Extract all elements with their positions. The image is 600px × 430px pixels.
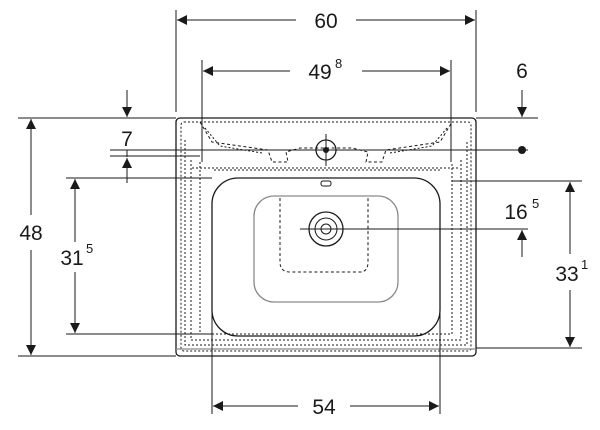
side-walls [184,140,468,346]
extension-lines [18,10,582,414]
bowl [211,177,441,337]
basin-outline [175,117,477,357]
bowl-width-value: 54 [312,396,336,419]
bowl-depth-left-superscript: 5 [86,241,93,256]
bowl-inner-basin [253,195,399,303]
overall-depth-value: 48 [19,222,42,245]
dim-tap-offset: 7 [121,128,133,183]
bowl-depth-right-value: 33 [555,263,578,286]
wall-hidden-3 [199,162,453,335]
inner-width-superscript: 8 [335,56,342,71]
dim-drain-offset: 16 5 [504,196,539,257]
tap-hole-reference-dot [518,146,526,154]
overflow-slot [320,180,332,187]
dim-bowl-width: 54 [213,396,439,419]
tap-deck [199,121,453,166]
wall-hidden-2 [190,160,462,341]
wall-hidden-1 [184,140,468,346]
drain-offset-value: 16 [504,201,527,224]
dim-overall-depth: 48 [19,119,43,355]
dim-inner-width: 49 8 [203,56,450,84]
dim-rim-offset: 6 [516,60,528,117]
basin-outer-edge [175,117,477,357]
dim-overall-width: 60 [177,10,475,33]
tap-hole-center [323,147,329,153]
drain-offset-superscript: 5 [532,196,539,211]
deck-left-hidden [204,127,263,154]
tap-offset-value: 7 [121,128,133,151]
bowl-depth-left-value: 31 [60,247,83,270]
dim-bowl-depth-right: 33 1 [555,182,588,347]
tap-deck-contour [199,121,453,163]
inner-width-value: 49 [308,61,331,84]
overall-width-value: 60 [314,10,337,33]
rim-offset-value: 6 [516,60,528,83]
deck-right-hidden [389,127,448,154]
bowl-outer-edge [211,177,441,337]
drain [300,211,352,247]
bowl-floor-hidden [279,198,369,273]
bowl-depth-right-superscript: 1 [581,257,588,272]
basin-rim-hidden-edge [180,121,472,352]
dim-bowl-depth-left: 31 5 [60,179,93,333]
